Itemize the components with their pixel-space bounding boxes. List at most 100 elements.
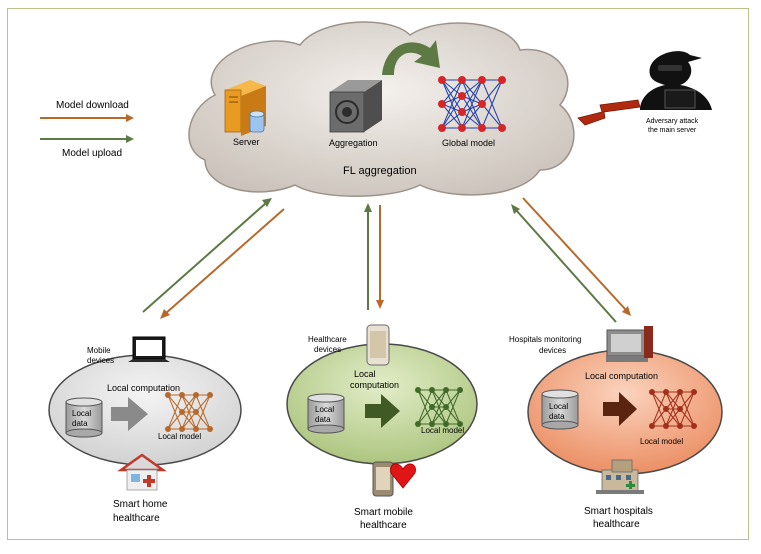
legend-upload-label: Model upload <box>62 148 122 159</box>
database-icon <box>65 397 103 438</box>
network-edge <box>167 394 183 413</box>
network-edge <box>461 111 483 129</box>
legend: Model download Model upload <box>40 100 134 159</box>
network-node <box>478 76 486 84</box>
process-arrow-icon <box>603 392 637 426</box>
data-label-line2: data <box>549 412 565 421</box>
aggregation-icon <box>329 80 382 133</box>
model-label: Local model <box>158 432 201 441</box>
network-node <box>458 124 466 132</box>
network-node <box>458 92 466 100</box>
network-node <box>179 409 185 415</box>
network-node <box>415 421 421 427</box>
network-edge <box>665 391 681 427</box>
diagram-frame <box>7 8 749 540</box>
computation-label-line1: Local <box>354 369 376 379</box>
network-node <box>458 76 466 84</box>
node-title-line1: Smart mobile <box>354 507 413 518</box>
curved-arrow-icon <box>382 40 440 75</box>
legend-upload-arrowhead <box>126 135 134 143</box>
process-arrow-icon <box>365 394 400 428</box>
adversary-label-line2: the main server <box>648 127 697 134</box>
network-node <box>478 124 486 132</box>
network-node <box>443 387 449 393</box>
database-icon <box>307 393 345 434</box>
network-edge <box>417 406 433 425</box>
network-edge <box>651 391 667 427</box>
node-title-line1: Smart hospitals <box>584 506 653 517</box>
attack-arrow-icon <box>577 99 641 126</box>
network-node <box>677 423 683 429</box>
network-node <box>193 392 199 398</box>
network-node <box>443 404 449 410</box>
network-node <box>663 423 669 429</box>
network-edge <box>441 79 463 129</box>
download-arrowhead-middle <box>376 300 384 309</box>
house-icon <box>117 453 167 491</box>
network-node <box>691 389 697 395</box>
network-node <box>179 392 185 398</box>
network-edge <box>679 408 695 427</box>
device-label-line1: Hospitals monitoring <box>509 335 581 344</box>
network-edge <box>679 391 695 427</box>
network-node <box>457 387 463 393</box>
network-edge <box>441 79 463 105</box>
network-edge <box>195 411 211 430</box>
device-label-line1: Mobile <box>87 346 111 355</box>
network-edge <box>431 389 447 425</box>
adversary-label-line1: Adversary attack <box>646 118 699 125</box>
network-edge <box>461 79 483 113</box>
data-label-line2: data <box>72 419 88 428</box>
network-edge <box>651 391 667 410</box>
network-node <box>649 423 655 429</box>
data-label-line1: Local <box>72 409 91 418</box>
network-node <box>179 426 185 432</box>
model-label: Local model <box>640 437 683 446</box>
network-edge <box>431 389 447 408</box>
server-label: Server <box>233 137 260 147</box>
network-edge <box>441 79 463 97</box>
network-node <box>207 392 213 398</box>
network-node <box>165 426 171 432</box>
download-arrow-right <box>522 197 627 311</box>
upload-arrowhead-right <box>511 204 520 214</box>
node-smart-mobile: Healthcare devices Local computation Loc… <box>286 324 478 531</box>
network-edge <box>461 79 483 129</box>
network-node <box>165 392 171 398</box>
heart-phone-icon <box>372 461 416 497</box>
server-icon <box>224 80 266 136</box>
device-label-line2: devices <box>314 345 341 354</box>
network-edge <box>651 408 667 427</box>
network-edge <box>445 406 461 425</box>
network-node <box>438 76 446 84</box>
network-edge <box>441 103 463 129</box>
network-edge <box>445 389 461 408</box>
network-node <box>429 421 435 427</box>
network-node <box>478 100 486 108</box>
download-arrowhead-left <box>160 309 170 319</box>
aggregation-label: Aggregation <box>329 138 378 148</box>
network-node <box>207 426 213 432</box>
network-edge <box>441 79 463 113</box>
hospital-building-icon <box>596 459 644 494</box>
download-arrow-left <box>164 208 285 315</box>
network-edge <box>181 394 197 430</box>
network-edge <box>417 389 433 425</box>
network-edge <box>445 389 461 425</box>
legend-download-label: Model download <box>56 100 129 111</box>
global-model-label: Global model <box>442 138 495 148</box>
network-node <box>438 124 446 132</box>
database-icon <box>541 389 579 430</box>
computation-label: Local computation <box>585 371 658 381</box>
network-edge <box>441 111 463 129</box>
device-label-line2: devices <box>539 346 566 355</box>
network-edge <box>431 406 447 425</box>
network-node <box>443 421 449 427</box>
connection-arrows <box>142 197 631 323</box>
adversary-icon <box>640 51 712 110</box>
node-smart-hospitals: Hospitals monitoring devices Local compu… <box>509 326 723 530</box>
upload-arrowhead-middle <box>364 203 372 212</box>
network-edge <box>481 79 503 105</box>
network-edge <box>181 394 197 413</box>
network-node <box>429 404 435 410</box>
